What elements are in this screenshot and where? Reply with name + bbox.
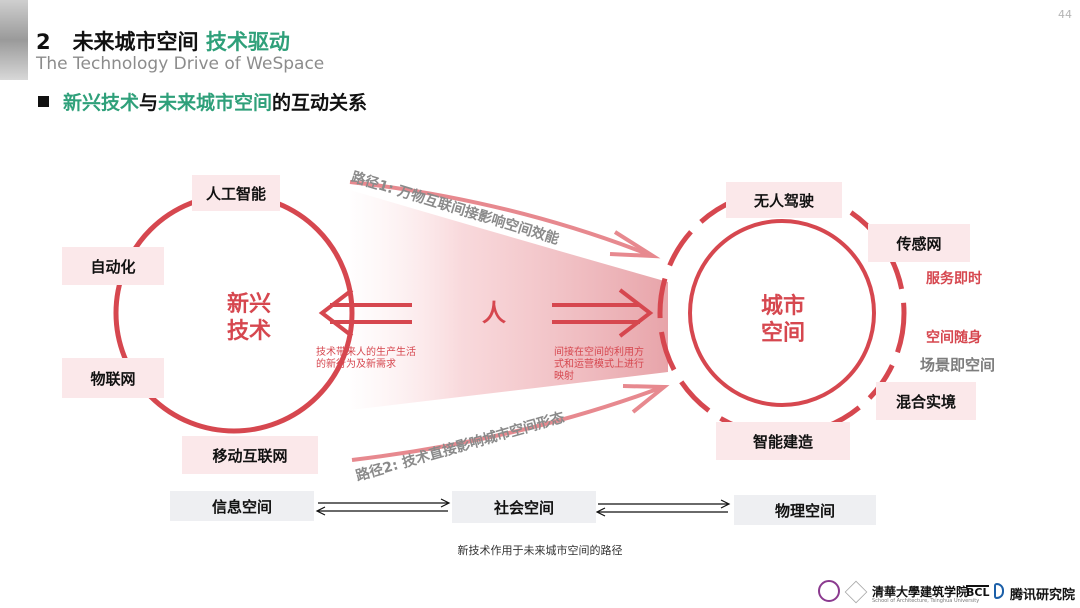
right-inner-circle — [688, 219, 876, 407]
heading-part-2: 与 — [139, 92, 159, 114]
tencent-logo-text: 腾讯研究院 — [1010, 588, 1076, 603]
right-circle-line-2: 空间 — [760, 321, 805, 346]
left-circle-line-2: 技术 — [226, 319, 271, 344]
right-explanation: 间接在空间的利用方式和运营模式上进行映射 — [554, 347, 644, 382]
corner-photo — [0, 0, 28, 80]
left-circle-label: 新兴 技术 — [214, 291, 284, 345]
heading-part-1: 新兴技术 — [63, 92, 140, 114]
tsinghua-logo-text: 清華大學建筑学院 — [872, 585, 969, 599]
tag-ai: 人工智能 — [192, 175, 280, 211]
heading-part-3: 未来城市空间 — [158, 92, 273, 114]
square-bullet-icon — [38, 96, 49, 107]
path1-arrow-head — [609, 230, 661, 259]
note-portable-space: 空间随身 — [926, 330, 982, 346]
left-explanation: 技术带来人的生产生活的新行为及新需求 — [316, 347, 416, 370]
tag-mobile-internet: 移动互联网 — [182, 436, 318, 474]
title-number: 2 — [36, 30, 51, 54]
tag-autonomous-driving: 无人驾驶 — [726, 182, 842, 218]
tag-sensor-network: 传感网 — [868, 224, 970, 262]
section-heading: 新兴技术与未来城市空间的互动关系 — [38, 88, 367, 115]
tencent-logo-icon — [994, 583, 1004, 599]
heading-part-4: 的互动关系 — [272, 92, 368, 114]
note-scene-as-space: 场景即空间 — [920, 356, 996, 374]
tsinghua-logo-subtext: School of Architecture, Tsinghua Univers… — [872, 598, 980, 604]
tag-iot: 物联网 — [62, 358, 164, 398]
page-number: 44 — [1058, 8, 1072, 21]
right-circle-line-1: 城市 — [760, 294, 805, 319]
influence-fan — [350, 190, 668, 410]
right-double-arrow-head — [618, 288, 654, 338]
physical-space-box: 物理空间 — [734, 495, 876, 525]
path1-arrow — [349, 180, 651, 257]
page-subtitle: The Technology Drive of WeSpace — [36, 54, 325, 74]
tsinghua-seal-icon — [818, 580, 840, 602]
figure-caption: 新技术作用于未来城市空间的路径 — [457, 544, 623, 557]
people-label: 人 — [482, 299, 506, 327]
tag-mixed-reality: 混合实境 — [876, 382, 976, 420]
left-double-arrow-head — [318, 288, 354, 338]
right-circle-label: 城市 空间 — [746, 293, 820, 347]
path2-arrow — [351, 386, 661, 462]
social-space-box: 社会空间 — [452, 491, 596, 523]
left-circle-line-1: 新兴 — [226, 292, 271, 317]
tag-automation: 自动化 — [62, 247, 164, 285]
bcl-logo: BCL — [966, 585, 990, 599]
page-title: 2 未来城市空间 技术驱动 — [36, 26, 290, 56]
path2-arrow-head — [622, 384, 670, 414]
tag-smart-construction: 智能建造 — [716, 422, 850, 460]
title-accent: 技术驱动 — [205, 30, 290, 54]
note-instant-service: 服务即时 — [926, 271, 982, 287]
info-space-box: 信息空间 — [170, 491, 314, 521]
title-main: 未来城市空间 — [72, 30, 199, 54]
